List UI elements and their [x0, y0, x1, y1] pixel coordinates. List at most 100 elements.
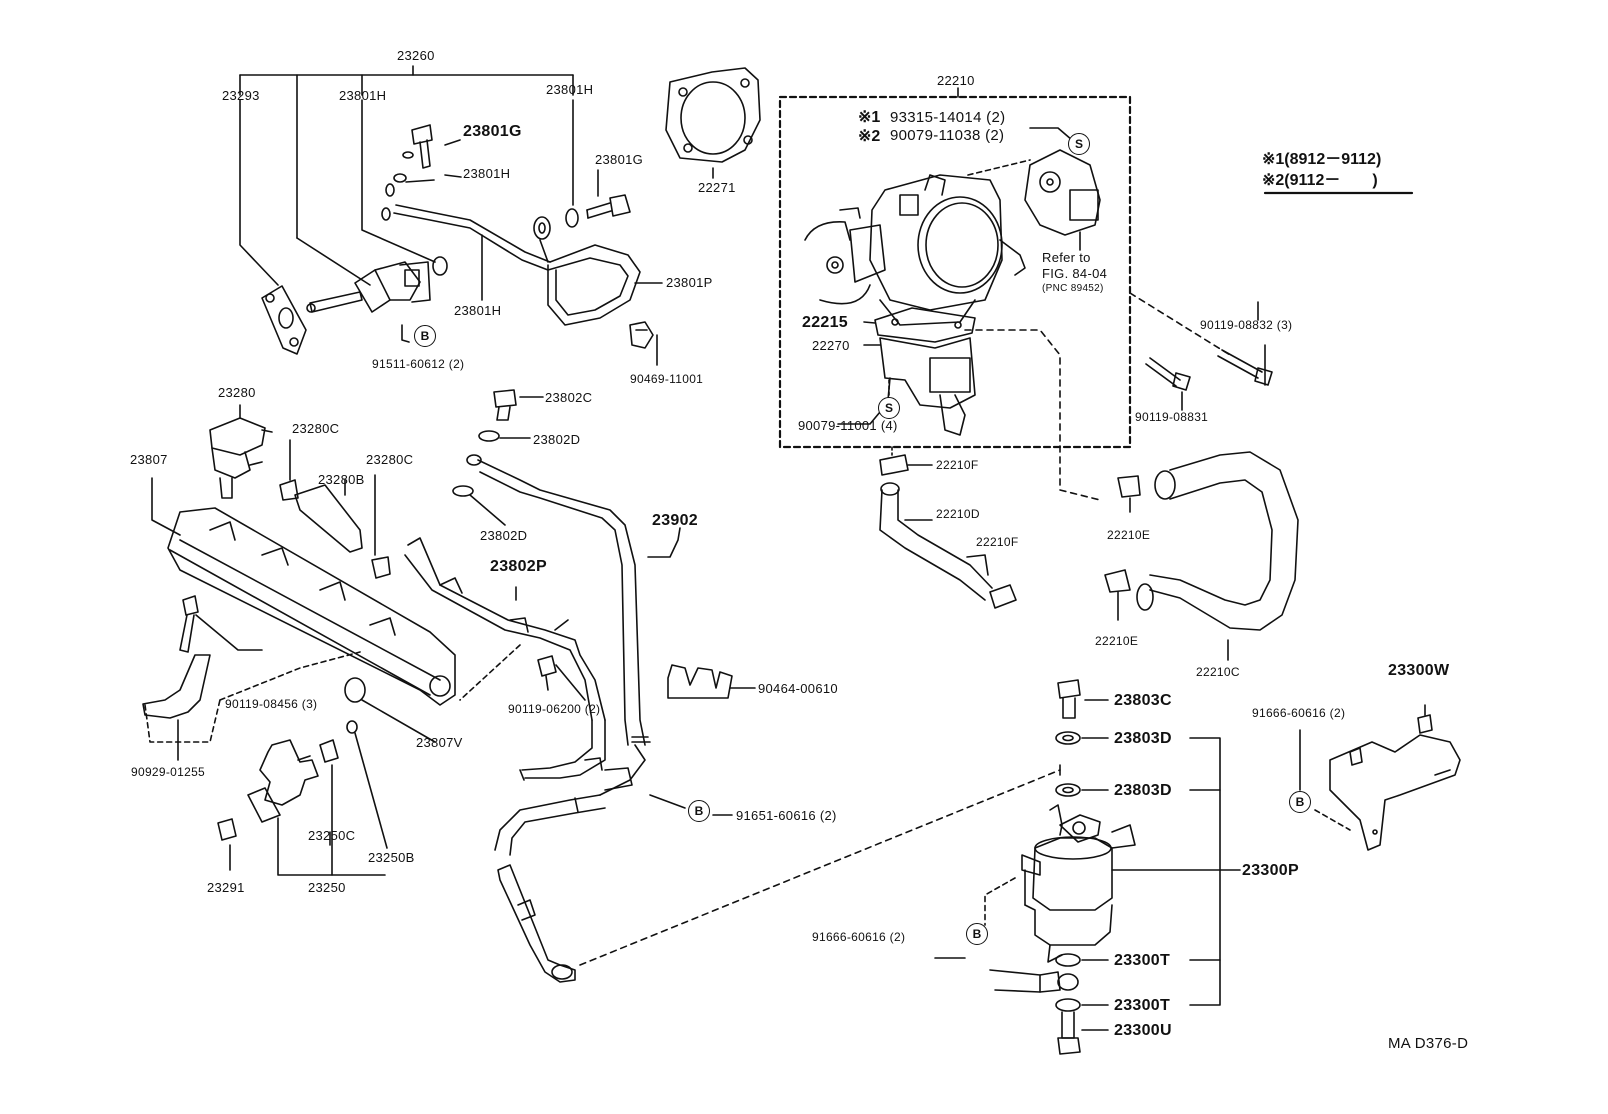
label-23802D-a: 23802D	[533, 432, 581, 447]
clamp-22210E-lower-shape	[1104, 569, 1131, 621]
label-23802D-b: 23802D	[480, 528, 528, 543]
label-22210: 22210	[937, 73, 975, 88]
label-23807V: 23807V	[416, 735, 463, 750]
label-23801P: 23801P	[666, 275, 713, 290]
gasket-22215-shape	[874, 307, 976, 343]
label-91666-a: 91666-60616 (2)	[1252, 706, 1346, 720]
label-23802P: 23802P	[490, 558, 547, 575]
label-23250: 23250	[308, 880, 346, 895]
throttle-body-shape	[804, 174, 1026, 326]
throttle-body-kit-box	[778, 95, 1132, 449]
label-23293: 23293	[222, 88, 260, 103]
legend-line-2: ※2(9112－ )	[1262, 172, 1378, 189]
label-22210F-a: 22210F	[936, 458, 979, 472]
hose-end-shape	[989, 969, 1079, 993]
union-bolt-23803C-shape	[1057, 679, 1109, 719]
label-22215: 22215	[802, 314, 848, 331]
gasket-23803D-upper-shape	[1055, 731, 1109, 745]
sealant-marker-s-icon: S	[1068, 133, 1090, 155]
bolt-90119-08831-shape	[1145, 357, 1191, 411]
label-23250C: 23250C	[308, 828, 356, 843]
fuel-pipe-23802P-shape	[404, 537, 606, 781]
label-22270: 22270	[812, 338, 850, 353]
grommet-23807V-shape	[344, 677, 436, 849]
clamp-22210E-upper-shape	[1117, 475, 1141, 513]
bolt-marker-b-icon: B	[414, 325, 436, 347]
label-23802C: 23802C	[545, 390, 593, 405]
label-23801G-b: 23801G	[595, 152, 644, 167]
label-23801H-c: 23801H	[463, 166, 511, 181]
label-90929: 90929-01255	[131, 765, 206, 779]
label-22210F-b: 22210F	[976, 535, 1019, 549]
bolt-marker-b3-icon: B	[1289, 791, 1311, 813]
label-90464: 90464-00610	[758, 681, 838, 696]
label-22210E-b: 22210E	[1095, 634, 1139, 648]
throttle-sensor-shape	[1024, 149, 1101, 251]
label-22210E-a: 22210E	[1107, 528, 1151, 542]
label-23801H-b: 23801H	[546, 82, 594, 97]
injector-23250-shape	[247, 739, 339, 823]
bolt-90119-06200-shape	[459, 644, 586, 701]
label-23902: 23902	[652, 512, 698, 529]
label-91666-b: 91666-60616 (2)	[812, 930, 906, 944]
bolt-90119-08456-shape	[179, 595, 263, 653]
refer-line-1: Refer to	[1042, 250, 1091, 265]
union-bolt-23802C-shape	[493, 389, 544, 421]
label-23291: 23291	[207, 880, 245, 895]
clamp-22210F-lower-shape	[989, 584, 1017, 609]
label-23280C-b: 23280C	[366, 452, 414, 467]
label-23300T-a: 23300T	[1114, 952, 1171, 969]
label-22210C: 22210C	[1196, 665, 1240, 679]
gasket-23300T-lower-shape	[1055, 998, 1109, 1012]
label-23803D-a: 23803D	[1114, 730, 1172, 747]
label-90119-08832: 90119-08832 (3)	[1200, 318, 1293, 332]
label-90079-11001: 90079-11001 (4)	[798, 418, 898, 433]
hose-22210D-shape	[879, 482, 993, 601]
label-23300W: 23300W	[1388, 662, 1450, 679]
pressure-regulator-23280-shape	[209, 404, 273, 499]
bolt-23801G-shape	[411, 124, 433, 169]
label-23250B: 23250B	[368, 850, 415, 865]
gasket-23803D-lower-shape	[1055, 783, 1109, 797]
hose-22210C-shape	[1136, 451, 1299, 631]
label-23807: 23807	[130, 452, 168, 467]
label-90119-08456: 90119-08456 (3)	[225, 697, 318, 711]
label-23280B: 23280B	[318, 472, 365, 487]
sealant-marker-s2-icon: S	[878, 397, 900, 419]
label-23803C: 23803C	[1114, 692, 1172, 709]
delivery-pipe-23807-shape	[151, 477, 456, 706]
label-23260: 23260	[397, 48, 435, 63]
label-90469: 90469-11001	[630, 372, 704, 386]
label-90119-06200: 90119-06200 (2)	[508, 702, 601, 716]
bracket-23300W-shape	[1329, 704, 1461, 851]
bolt-marker-b4-icon: B	[966, 923, 988, 945]
label-23280C-a: 23280C	[292, 421, 340, 436]
legend-line-1: ※1(8912－9112)	[1262, 151, 1382, 168]
gasket-22271-shape	[665, 67, 761, 179]
label-23300P: 23300P	[1242, 862, 1299, 879]
label-91651: 91651-60616 (2)	[736, 808, 837, 823]
diagram-code: MA D376-D	[1388, 1035, 1469, 1052]
bolt-90119-08832-shape	[1217, 344, 1273, 386]
clamp-90469-shape	[629, 321, 654, 349]
label-23300T-b: 23300T	[1114, 997, 1171, 1014]
label-90119-08831: 90119-08831	[1135, 410, 1209, 424]
label-23300U: 23300U	[1114, 1022, 1172, 1039]
group-23260-leaders	[239, 65, 663, 366]
bolt-marker-b2-icon: B	[688, 800, 710, 822]
refer-line-3: (PNC 89452)	[1042, 283, 1104, 294]
gasket-23293-shape	[261, 285, 307, 355]
note-mark-2: ※2	[858, 128, 881, 145]
label-23801H-a: 23801H	[339, 88, 387, 103]
cold-start-injector-shape	[306, 261, 431, 313]
gasket-23300T-upper-shape	[1055, 953, 1109, 967]
fuel-hose-lower-shape	[494, 767, 633, 983]
label-22271: 22271	[698, 180, 736, 195]
label-23280: 23280	[218, 385, 256, 400]
label-91511: 91511-60612 (2)	[372, 357, 465, 371]
label-93315: 93315-14014 (2)	[890, 109, 1006, 126]
fuel-pipe-23902-shape	[466, 454, 681, 796]
insulator-23291-shape	[217, 818, 237, 871]
clamp-22210F-shape	[879, 446, 933, 476]
